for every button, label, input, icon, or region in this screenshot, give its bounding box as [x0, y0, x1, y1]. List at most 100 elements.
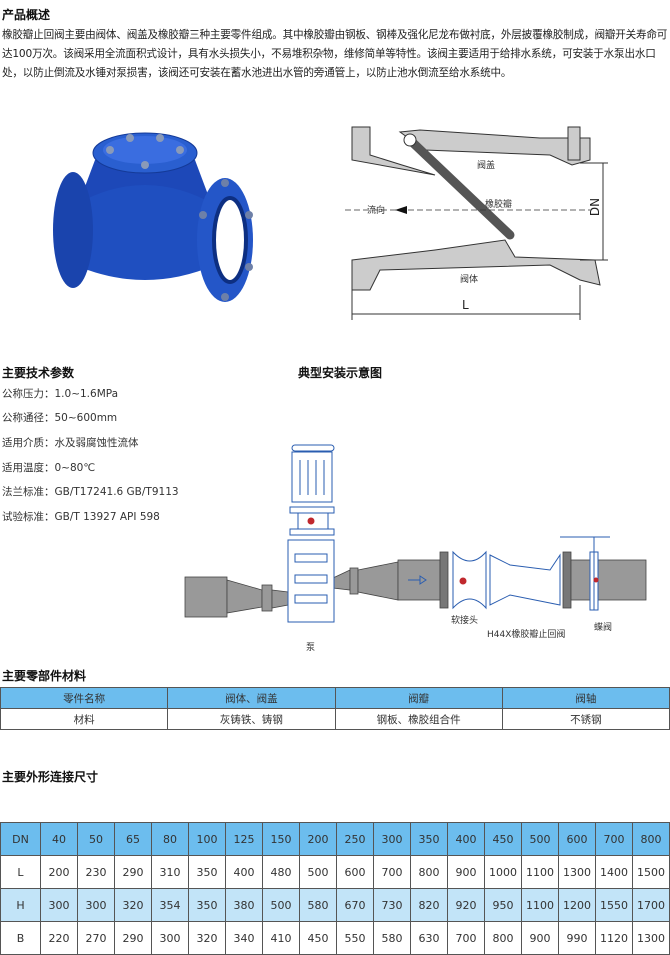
drawing-label-disc: 橡胶瓣 [485, 200, 513, 210]
param-item: 适用温度：0~80℃ [2, 462, 96, 474]
table-cell: 800 [484, 921, 522, 955]
table-cell: 730 [373, 888, 411, 922]
table-cell: 950 [484, 888, 522, 922]
table-cell: 550 [336, 921, 374, 955]
table-cell: 350 [188, 888, 226, 922]
table-header-cell: 阀体、阀盖 [167, 687, 336, 709]
table-cell: 350 [188, 855, 226, 889]
table-header-cell: 700 [595, 822, 633, 856]
table-header-cell: 50 [77, 822, 115, 856]
drawing-label-cover: 阀盖 [477, 161, 496, 171]
table-cell: 灰铸铁、铸钢 [167, 708, 336, 730]
table-header-cell: 250 [336, 822, 374, 856]
table-cell: 380 [225, 888, 263, 922]
table-cell: 1550 [595, 888, 633, 922]
dimensions-title: 主要外形连接尺寸 [2, 770, 99, 784]
table-header-cell: 200 [299, 822, 337, 856]
table-header-cell: 800 [632, 822, 670, 856]
drawing-label-dn: DN [588, 197, 603, 217]
table-cell: 820 [410, 888, 448, 922]
drawing-label-body: 阀体 [460, 275, 479, 285]
materials-table: 零件名称 阀体、阀盖 阀瓣 阀轴 材料 灰铸铁、铸钢 钢板、橡胶组合件 不锈钢 [0, 687, 670, 730]
table-header-cell: 450 [484, 822, 522, 856]
table-cell: 300 [40, 888, 78, 922]
table-cell: 300 [77, 888, 115, 922]
param-item: 试验标准：GB/T 13927 API 598 [2, 511, 160, 523]
table-header-cell: 40 [40, 822, 78, 856]
table-header-cell: 350 [410, 822, 448, 856]
install-label-butterfly: 蝶阀 [594, 623, 613, 633]
param-item: 公称压力：1.0~1.6MPa [2, 388, 119, 400]
param-item: 公称通径：50~600mm [2, 412, 118, 424]
table-header-cell: 500 [521, 822, 559, 856]
table-cell: 410 [262, 921, 300, 955]
table-cell: 920 [447, 888, 485, 922]
drawing-label-length: L [462, 298, 469, 312]
table-cell: 600 [336, 855, 374, 889]
table-cell: 1100 [521, 888, 559, 922]
table-header-cell: 65 [114, 822, 152, 856]
table-cell: 320 [114, 888, 152, 922]
table-cell: 钢板、橡胶组合件 [334, 708, 503, 730]
table-cell: 580 [373, 921, 411, 955]
table-header-cell: 400 [447, 822, 485, 856]
table-row: 材料 灰铸铁、铸钢 钢板、橡胶组合件 不锈钢 [0, 708, 670, 730]
param-item: 法兰标准：GB/T17241.6 GB/T9113 [2, 486, 179, 498]
table-cell: 1300 [558, 855, 596, 889]
table-cell: B [0, 921, 41, 955]
table-cell: 270 [77, 921, 115, 955]
table-cell: 500 [299, 855, 337, 889]
table-cell: 290 [114, 921, 152, 955]
table-cell: 700 [373, 855, 411, 889]
install-label-pump: 泵 [306, 643, 316, 653]
param-item: 适用介质：水及弱腐蚀性流体 [2, 437, 139, 449]
table-cell: 354 [151, 888, 189, 922]
table-cell: 450 [299, 921, 337, 955]
table-cell: 1500 [632, 855, 670, 889]
table-cell: 1700 [632, 888, 670, 922]
table-cell: 不锈钢 [501, 708, 670, 730]
table-cell: 1400 [595, 855, 633, 889]
table-header-cell: 80 [151, 822, 189, 856]
params-title: 主要技术参数 [2, 366, 75, 380]
table-cell: 材料 [0, 708, 169, 730]
overview-text: 橡胶瓣止回阀主要由阀体、阀盖及橡胶瓣三种主要零件组成。其中橡胶瓣由钢板、钢棒及强… [2, 29, 668, 79]
table-cell: H [0, 888, 41, 922]
install-title: 典型安装示意图 [298, 366, 383, 380]
table-header-cell: 150 [262, 822, 300, 856]
table-cell: 220 [40, 921, 78, 955]
table-header-cell: 阀轴 [501, 687, 670, 709]
table-header-cell: 阀瓣 [334, 687, 503, 709]
table-cell: 700 [447, 921, 485, 955]
table-cell: 1100 [521, 855, 559, 889]
table-cell: 200 [40, 855, 78, 889]
table-header-cell: DN [0, 822, 41, 856]
table-cell: 990 [558, 921, 596, 955]
install-diagram [184, 444, 647, 623]
table-cell: 300 [151, 921, 189, 955]
table-cell: 900 [521, 921, 559, 955]
table-header-cell: 300 [373, 822, 411, 856]
table-cell: 340 [225, 921, 263, 955]
table-cell: 230 [77, 855, 115, 889]
table-header-row: 零件名称 阀体、阀盖 阀瓣 阀轴 [0, 687, 670, 709]
table-header-cell: 100 [188, 822, 226, 856]
overview-title: 产品概述 [2, 8, 51, 22]
table-cell: 400 [225, 855, 263, 889]
table-cell: 310 [151, 855, 189, 889]
table-cell: 500 [262, 888, 300, 922]
table-cell: 1300 [632, 921, 670, 955]
install-label-joint: 软接头 [451, 616, 479, 626]
table-cell: 480 [262, 855, 300, 889]
table-cell: 580 [299, 888, 337, 922]
table-cell: 320 [188, 921, 226, 955]
table-cell: 1200 [558, 888, 596, 922]
install-label-valve: H44X橡胶瓣止回阀 [487, 630, 566, 640]
table-header-cell: 125 [225, 822, 263, 856]
table-cell: 1120 [595, 921, 633, 955]
valve-section-drawing [345, 126, 608, 320]
